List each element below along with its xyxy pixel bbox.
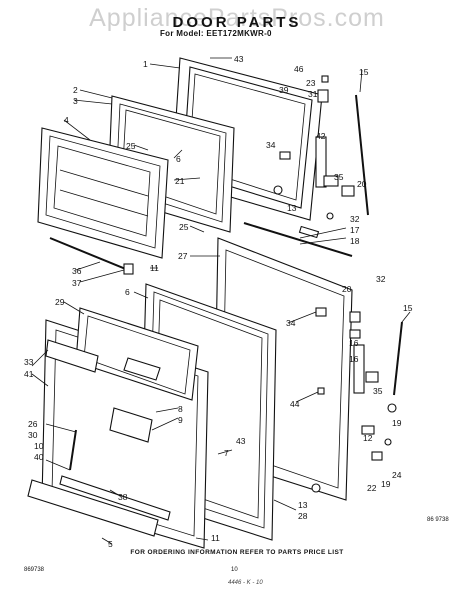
callout-34-top: 34: [266, 140, 276, 150]
freezer-door-panel: [37, 127, 169, 259]
callout-38: 38: [118, 492, 128, 502]
callout-6-low: 6: [125, 287, 130, 297]
callout-24: 24: [392, 470, 402, 480]
callout-32-top: 32: [350, 214, 360, 224]
upper-hinge-parts: [273, 75, 355, 220]
diagram-code-left: 869738: [24, 567, 45, 573]
callout-25-top: 25: [126, 141, 136, 151]
door-bottom-shelf: [27, 479, 159, 537]
page-number: 10: [231, 567, 238, 573]
leader-lines: [31, 57, 411, 545]
callout-42: 42: [316, 131, 326, 141]
callout-30: 30: [28, 430, 38, 440]
callout-20-low: 20: [342, 284, 352, 294]
callout-18: 18: [350, 236, 360, 246]
callout-35-top: 35: [334, 172, 344, 182]
hinge-part-37: [123, 263, 134, 275]
callout-17: 17: [350, 225, 360, 235]
callout-11-top: 11: [150, 263, 159, 273]
callout-13-top: 13: [287, 203, 297, 213]
callout-12: 12: [363, 433, 373, 443]
door-bar-38: [59, 475, 171, 521]
callout-11-low: 11: [211, 533, 220, 543]
callout-15-top: 15: [359, 67, 369, 77]
callout-43-top: 43: [234, 54, 244, 64]
callout-5: 5: [108, 539, 113, 549]
callout-4: 4: [64, 115, 69, 125]
callout-31: 31: [308, 89, 318, 99]
callout-36: 36: [72, 266, 82, 276]
callout-23: 23: [306, 78, 316, 88]
callout-25-mid: 25: [179, 222, 189, 232]
callout-29: 29: [55, 297, 65, 307]
watermark: AppliancePartsPros.com: [89, 4, 385, 32]
ordering-note: FOR ORDERING INFORMATION REFER TO PARTS …: [130, 549, 344, 556]
callout-20-top: 20: [357, 179, 367, 189]
callout-34-low: 34: [286, 318, 296, 328]
callout-3: 3: [73, 96, 78, 106]
callout-39: 39: [279, 85, 289, 95]
page-title: DOOR PARTS: [172, 14, 302, 31]
divider-strip-18: [243, 222, 353, 257]
door-seal-15-upper: [355, 94, 369, 216]
door-rod-26: [69, 429, 77, 471]
callout-7: 7: [224, 448, 229, 458]
callout-8: 8: [178, 404, 183, 414]
callout-28: 28: [298, 511, 308, 521]
door-bar-36: [49, 237, 129, 271]
callout-32-low: 32: [376, 274, 386, 284]
callout-13-low: 13: [298, 500, 308, 510]
diagram-code-right: 86 9738: [427, 517, 449, 523]
callout-10: 10: [34, 441, 44, 451]
callout-44: 44: [290, 399, 300, 409]
callout-15-low: 15: [403, 303, 413, 313]
model-label: For Model: EET172MKWR-0: [160, 29, 272, 38]
callout-33: 33: [24, 357, 34, 367]
callout-19-b: 19: [381, 479, 391, 489]
handwritten-note: 4446 - K - 10: [228, 580, 263, 586]
callout-labels: 43 1 46 15 23 39 31 2 3 4 42 25 34 6 35 …: [24, 54, 413, 549]
callout-37: 37: [72, 278, 82, 288]
callout-46: 46: [294, 64, 304, 74]
callout-26: 26: [28, 419, 38, 429]
callout-41: 41: [24, 369, 34, 379]
callout-27: 27: [178, 251, 188, 261]
callout-22: 22: [367, 483, 377, 493]
callout-9: 9: [178, 415, 183, 425]
door-shelf-33: [45, 339, 99, 373]
callout-19-a: 19: [392, 418, 402, 428]
callout-40: 40: [34, 452, 44, 462]
callout-21: 21: [175, 176, 185, 186]
callout-2: 2: [73, 85, 78, 95]
callout-6-top: 6: [176, 154, 181, 164]
callout-16: 16: [349, 338, 359, 348]
lower-hinge-parts: [311, 307, 397, 493]
door-seal-15-lower: [393, 321, 403, 396]
callout-35-low: 35: [373, 386, 383, 396]
callout-43-low: 43: [236, 436, 246, 446]
callout-16-b: 16: [349, 354, 359, 364]
callout-1: 1: [143, 59, 148, 69]
